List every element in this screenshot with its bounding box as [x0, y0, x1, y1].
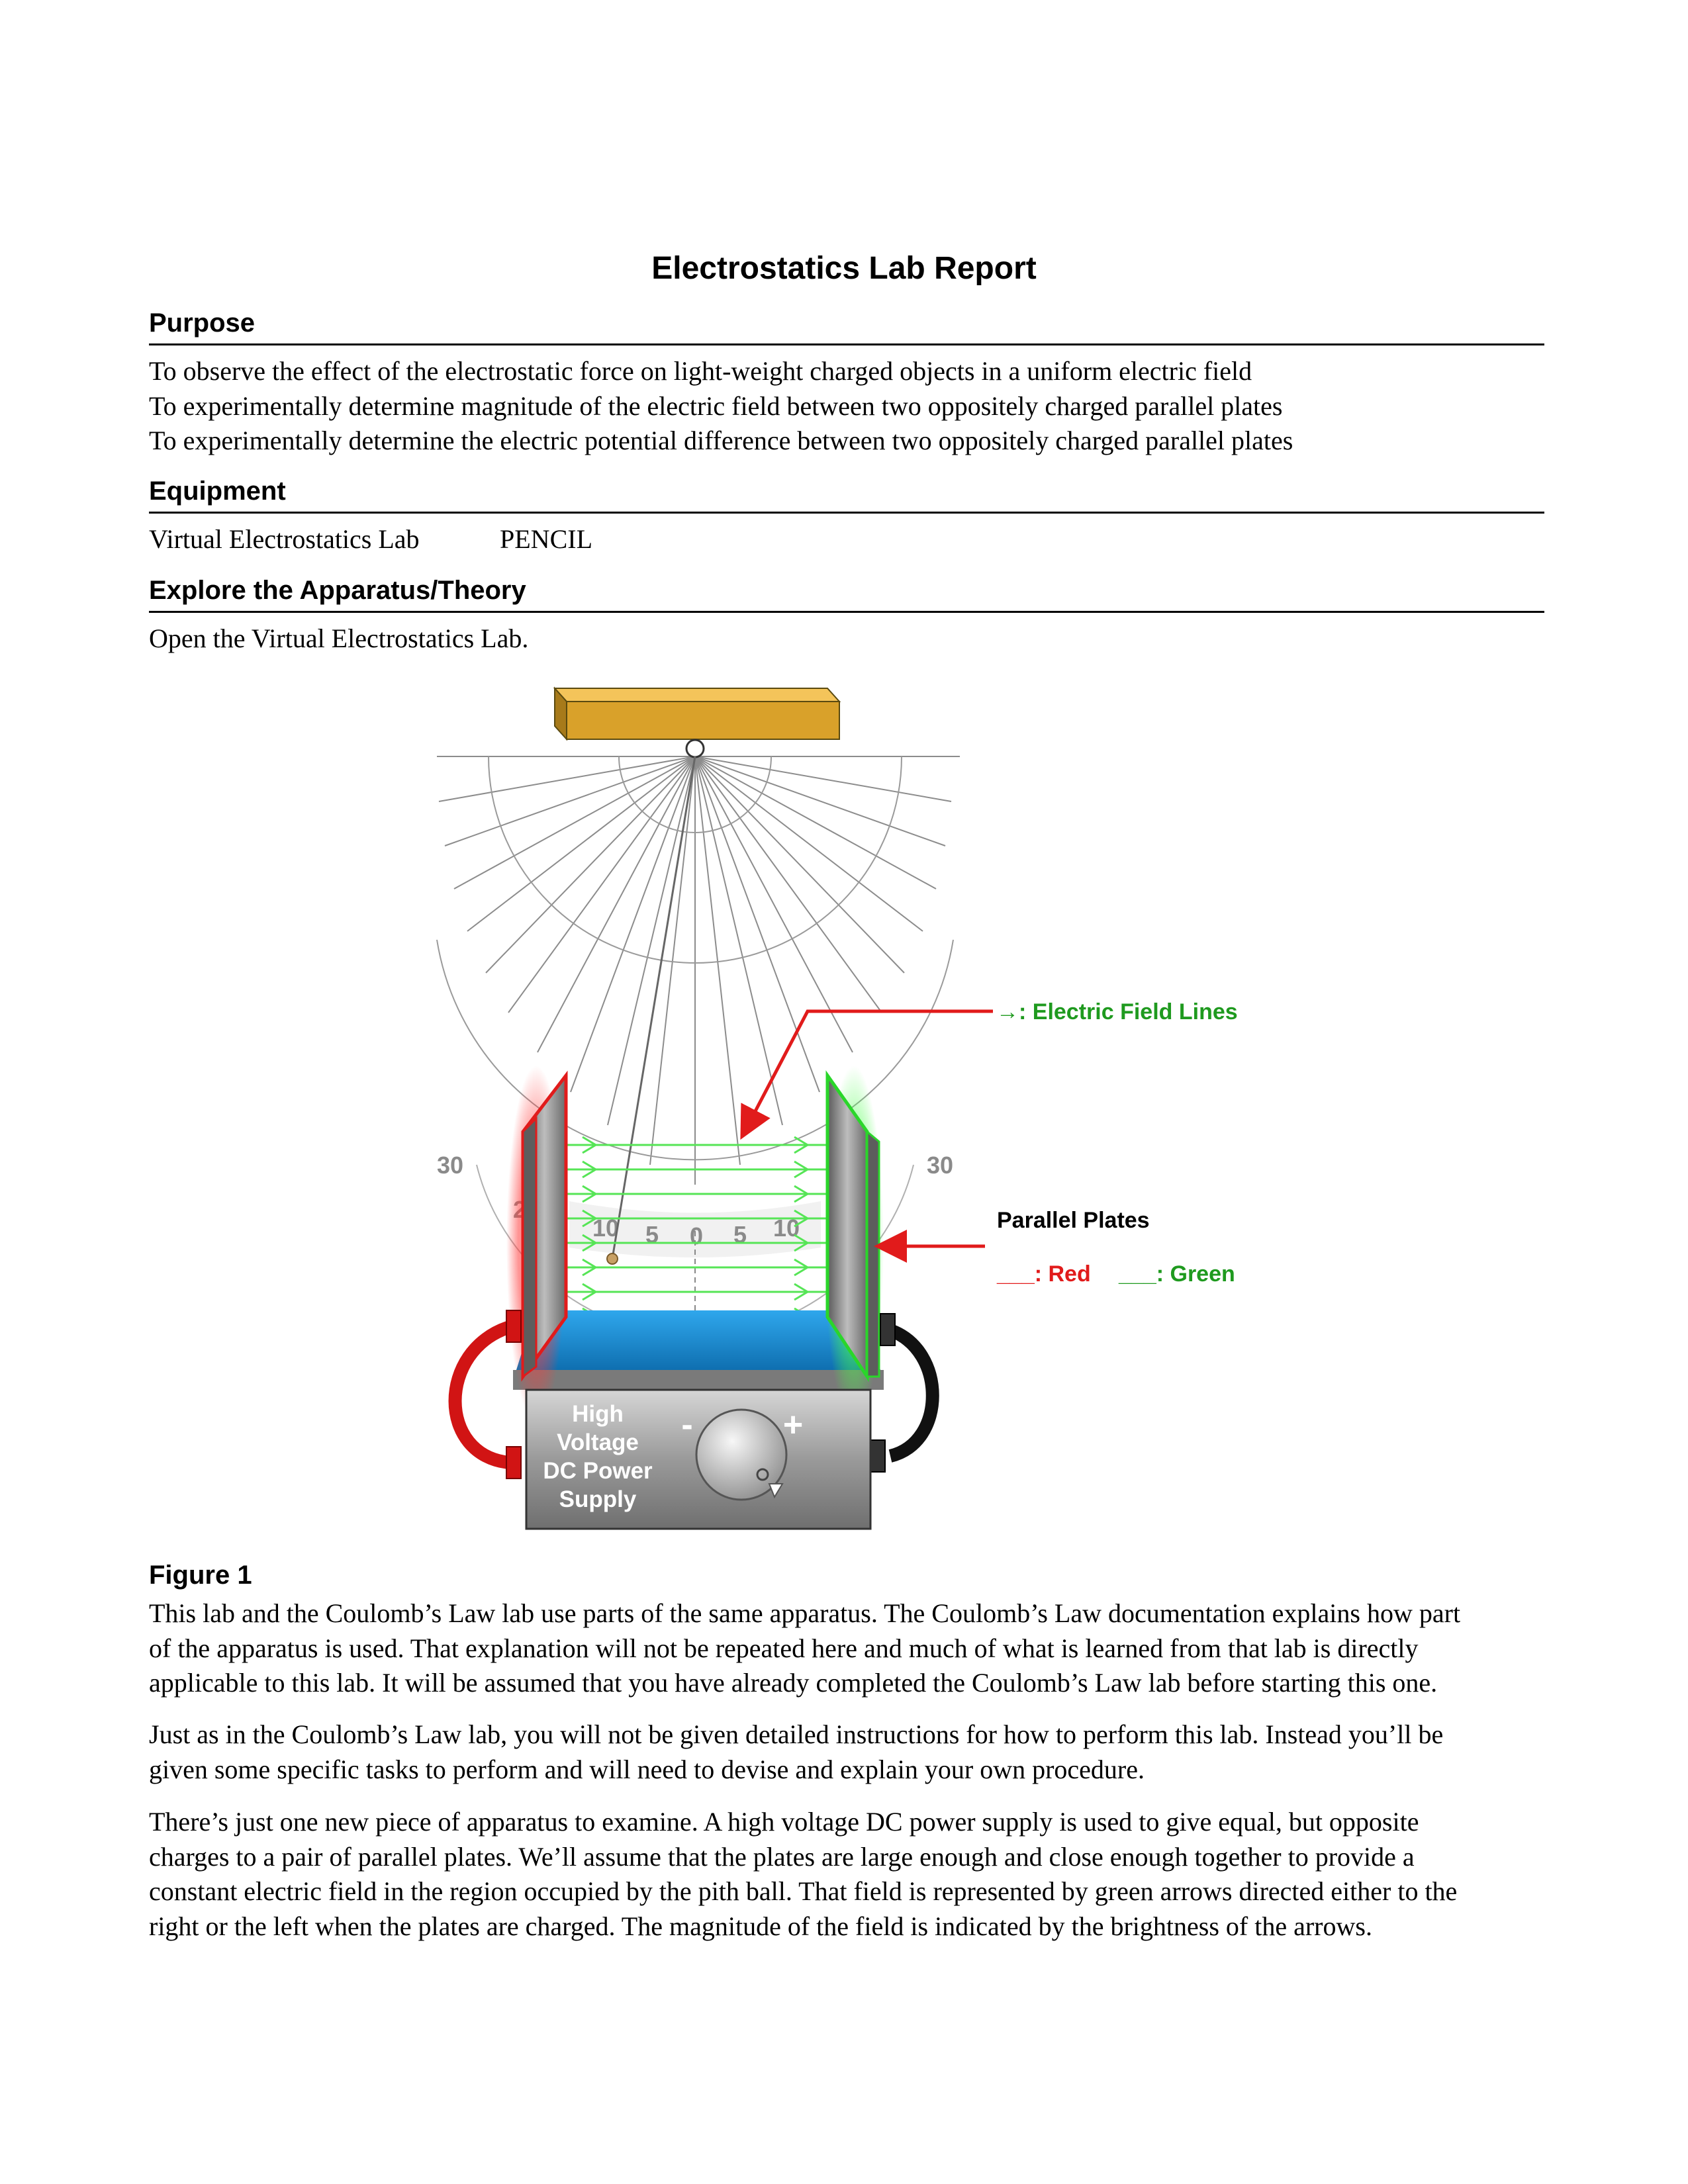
- pivot-icon: [685, 739, 705, 758]
- red-connector-top: [506, 1310, 522, 1343]
- purpose-line: To experimentally determine the electric…: [149, 426, 1293, 455]
- plate-base: [516, 1310, 880, 1370]
- paragraph-1: This lab and the Coulomb’s Law lab use p…: [149, 1596, 1546, 1701]
- base-rim: [513, 1370, 884, 1390]
- field-lines-label: →: Electric Field Lines: [996, 999, 1238, 1024]
- red-cable: [448, 1320, 512, 1469]
- red-connector-bottom: [506, 1446, 522, 1479]
- knob-indicator-icon: [756, 1468, 769, 1481]
- power-supply-line: Voltage: [557, 1430, 639, 1455]
- black-connector-top: [880, 1313, 896, 1346]
- paragraph-3: There’s just one new piece of apparatus …: [149, 1805, 1546, 1944]
- field-lines-callout-arrow: [740, 1009, 993, 1140]
- black-cable: [888, 1324, 939, 1463]
- equipment-item: PENCIL: [500, 524, 592, 554]
- scale-label-right-30: 30: [927, 1152, 953, 1179]
- apparatus-diagram: 30 30 20 20 10 5 0 5 10: [436, 686, 1238, 1530]
- right-plate-green: [824, 1066, 884, 1423]
- purpose-list: To observe the effect of the electrostat…: [149, 354, 1546, 459]
- support-block: [553, 686, 841, 741]
- knob-pointer-icon: [768, 1483, 784, 1499]
- paragraph-line: Just as in the Coulomb’s Law lab, you wi…: [149, 1719, 1444, 1749]
- document-title: Electrostatics Lab Report: [651, 251, 1037, 286]
- voltage-knob[interactable]: [695, 1408, 788, 1501]
- explore-heading: Explore the Apparatus/Theory: [149, 576, 1544, 613]
- pith-ball: [606, 1253, 618, 1265]
- paragraph-line: This lab and the Coulomb’s Law lab use p…: [149, 1598, 1461, 1628]
- power-supply-line: DC Power: [543, 1458, 653, 1484]
- left-plate-red: [506, 1066, 568, 1423]
- paragraph-line: given some specific tasks to perform and…: [149, 1754, 1145, 1784]
- paragraph-line: right or the left when the plates are ch…: [149, 1911, 1372, 1941]
- plates-label: Parallel Plates: [997, 1208, 1150, 1233]
- paragraph-line: There’s just one new piece of apparatus …: [149, 1807, 1419, 1837]
- paragraph-line: of the apparatus is used. That explanati…: [149, 1633, 1419, 1663]
- scale-label-left-5: 5: [645, 1221, 659, 1248]
- scale-label-center-0: 0: [690, 1222, 703, 1250]
- red-key-label: ___: Red: [996, 1261, 1091, 1287]
- minus-label: -: [681, 1406, 692, 1444]
- paragraph-line: charges to a pair of parallel plates. We…: [149, 1841, 1415, 1872]
- protractor-arcs: [436, 756, 954, 1161]
- black-connector-bottom: [870, 1439, 886, 1473]
- paragraph-line: applicable to this lab. It will be assum…: [149, 1668, 1438, 1698]
- power-supply-line: High: [572, 1401, 624, 1427]
- paragraph-2: Just as in the Coulomb’s Law lab, you wi…: [149, 1717, 1546, 1787]
- figure-caption: Figure 1: [149, 1561, 252, 1590]
- equipment-list: Virtual Electrostatics Lab PENCIL: [149, 522, 1546, 557]
- apparatus-figure: 30 30 20 20 10 5 0 5 10: [424, 678, 1264, 1539]
- thread: [611, 756, 696, 1259]
- green-key-label: ___: Green: [1118, 1261, 1235, 1287]
- equipment-item: Virtual Electrostatics Lab: [149, 524, 420, 554]
- purpose-line: To observe the effect of the electrostat…: [149, 356, 1252, 386]
- explore-intro: Open the Virtual Electrostatics Lab.: [149, 623, 529, 653]
- protractor-rays: [437, 756, 960, 1185]
- scale-label-right-5: 5: [733, 1221, 747, 1248]
- power-supply-line: Supply: [559, 1486, 637, 1512]
- plus-label: +: [783, 1406, 803, 1444]
- equipment-heading: Equipment: [149, 477, 1544, 514]
- scale-label-left-30: 30: [437, 1152, 463, 1179]
- purpose-line: To experimentally determine magnitude of…: [149, 390, 1283, 421]
- purpose-heading: Purpose: [149, 308, 1544, 345]
- paragraph-line: constant electric field in the region oc…: [149, 1876, 1458, 1906]
